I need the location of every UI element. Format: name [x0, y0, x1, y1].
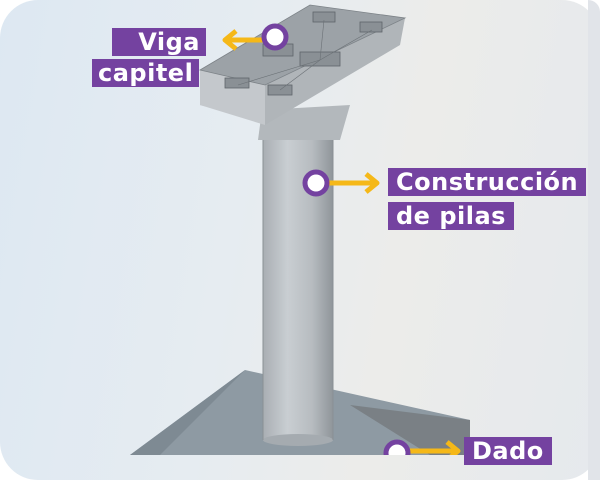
- label-dado: Dado: [464, 437, 552, 465]
- label-viga-line1: Viga: [112, 28, 206, 56]
- cap-beam: [198, 4, 407, 125]
- arrows: [222, 29, 461, 455]
- label-construccion-line1: Construcción: [388, 168, 587, 196]
- label-viga-line2: capitel: [92, 59, 200, 87]
- label-construccion-line2: de pilas: [388, 202, 514, 230]
- marker-dado: [383, 439, 411, 455]
- marker-viga-capitel: [261, 23, 289, 51]
- panel-edge: [588, 0, 600, 480]
- bridge-pier-illustration: [130, 4, 470, 455]
- marker-construccion-pilas: [302, 169, 330, 197]
